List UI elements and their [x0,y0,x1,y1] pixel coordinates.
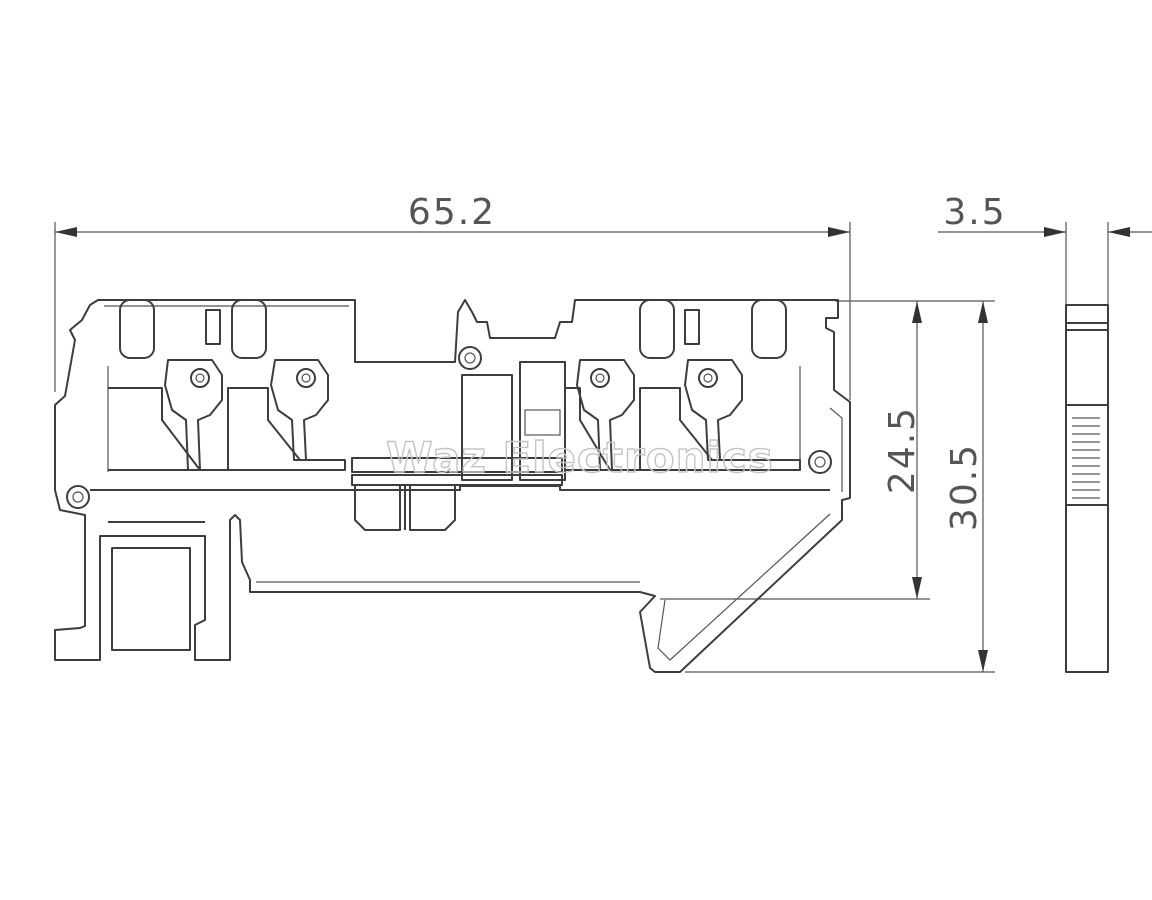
dimension-overall-height: 30.5 [685,301,995,673]
height-to-rail-label: 24.5 [882,406,923,494]
overall-height-label: 30.5 [944,443,985,531]
terminal-block-body [54,299,851,673]
watermark: Waz Electronics [386,433,774,482]
dimension-overall-length: 65.2 [54,192,851,400]
overall-length-label: 65.2 [408,192,496,233]
dimension-width: 3.5 [938,192,1152,305]
terminal-block-side-view [1065,304,1109,673]
dimension-height-to-rail: 24.5 [660,300,995,600]
width-label: 3.5 [943,192,1006,233]
